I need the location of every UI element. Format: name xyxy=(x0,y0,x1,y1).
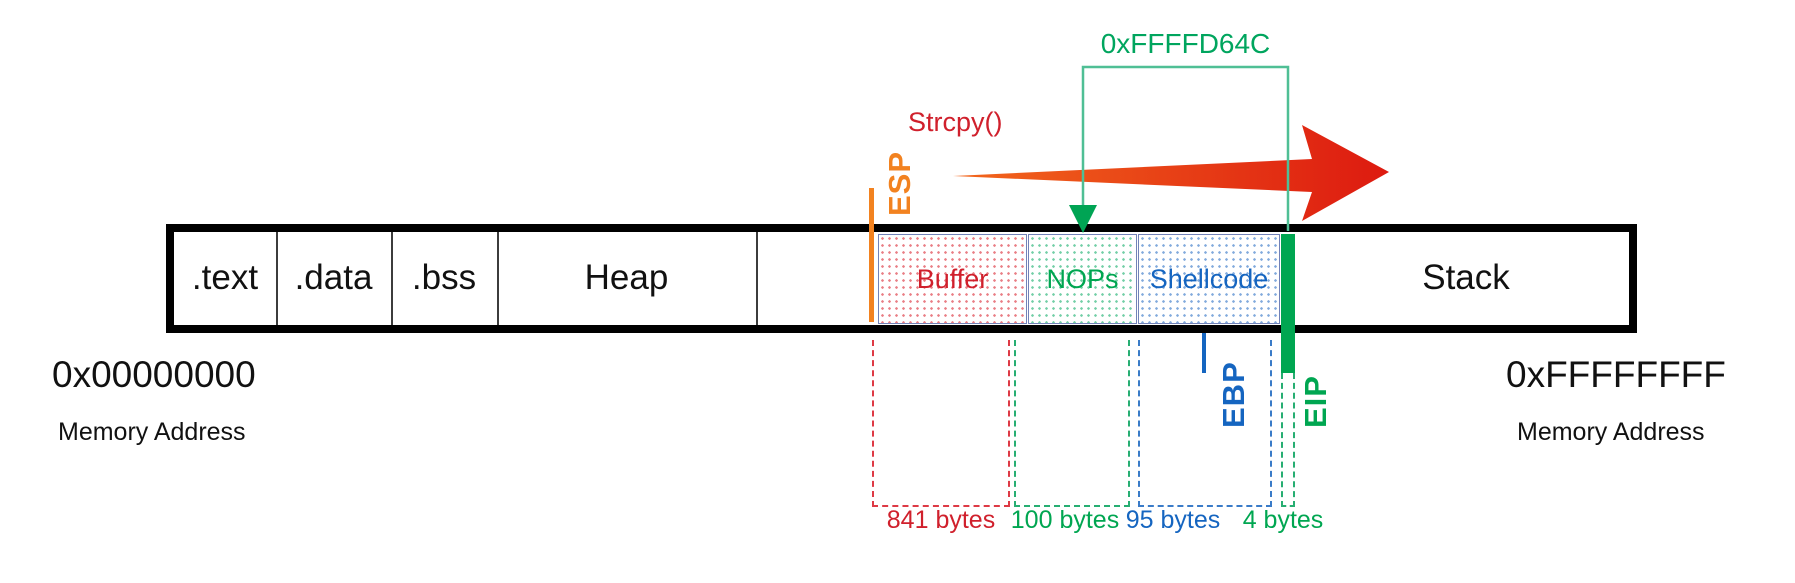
low-address-value: 0x00000000 xyxy=(52,354,256,395)
shellcode-label: Shellcode xyxy=(1149,263,1269,294)
shellcode-region: Shellcode xyxy=(1138,234,1280,324)
buffer-label: Buffer xyxy=(916,263,989,294)
eip-overwrite-bar xyxy=(1281,234,1295,373)
overwrite-address-arrowhead xyxy=(1069,205,1097,233)
buffer-size-bracket xyxy=(872,340,1010,507)
segment-divider xyxy=(276,232,278,325)
nops-label: NOPs xyxy=(1046,263,1119,294)
ebp-pointer-line xyxy=(1202,333,1206,373)
segment-text: .text xyxy=(191,258,259,297)
nops-size-bracket xyxy=(1014,340,1130,507)
high-address-value: 0xFFFFFFFF xyxy=(1506,354,1726,395)
buffer-size-label: 841 bytes xyxy=(886,506,996,534)
strcpy-call-label: Strcpy() xyxy=(908,107,1003,137)
segment-bss: .bss xyxy=(411,258,477,297)
segment-stack: Stack xyxy=(1422,258,1510,297)
strcpy-overflow-arrow xyxy=(953,125,1389,221)
nops-region: NOPs xyxy=(1028,234,1137,324)
buffer-region: Buffer xyxy=(878,234,1027,324)
segment-heap: Heap xyxy=(584,258,669,297)
segment-divider xyxy=(756,232,758,325)
low-address-caption: Memory Address xyxy=(58,418,246,446)
esp-pointer-line xyxy=(869,188,874,322)
shellcode-size-label: 95 bytes xyxy=(1125,506,1221,534)
eip-size-label: 4 bytes xyxy=(1242,506,1324,534)
segment-divider xyxy=(391,232,393,325)
eip-size-bracket xyxy=(1281,373,1295,507)
nops-size-label: 100 bytes xyxy=(1010,506,1120,534)
segment-data: .data xyxy=(294,258,373,297)
shellcode-size-bracket xyxy=(1138,340,1272,507)
high-address-caption: Memory Address xyxy=(1517,418,1705,446)
segment-divider xyxy=(497,232,499,325)
overwrite-address-label: 0xFFFFD64C xyxy=(1100,28,1271,59)
overwrite-address-bracket xyxy=(1081,65,1290,231)
